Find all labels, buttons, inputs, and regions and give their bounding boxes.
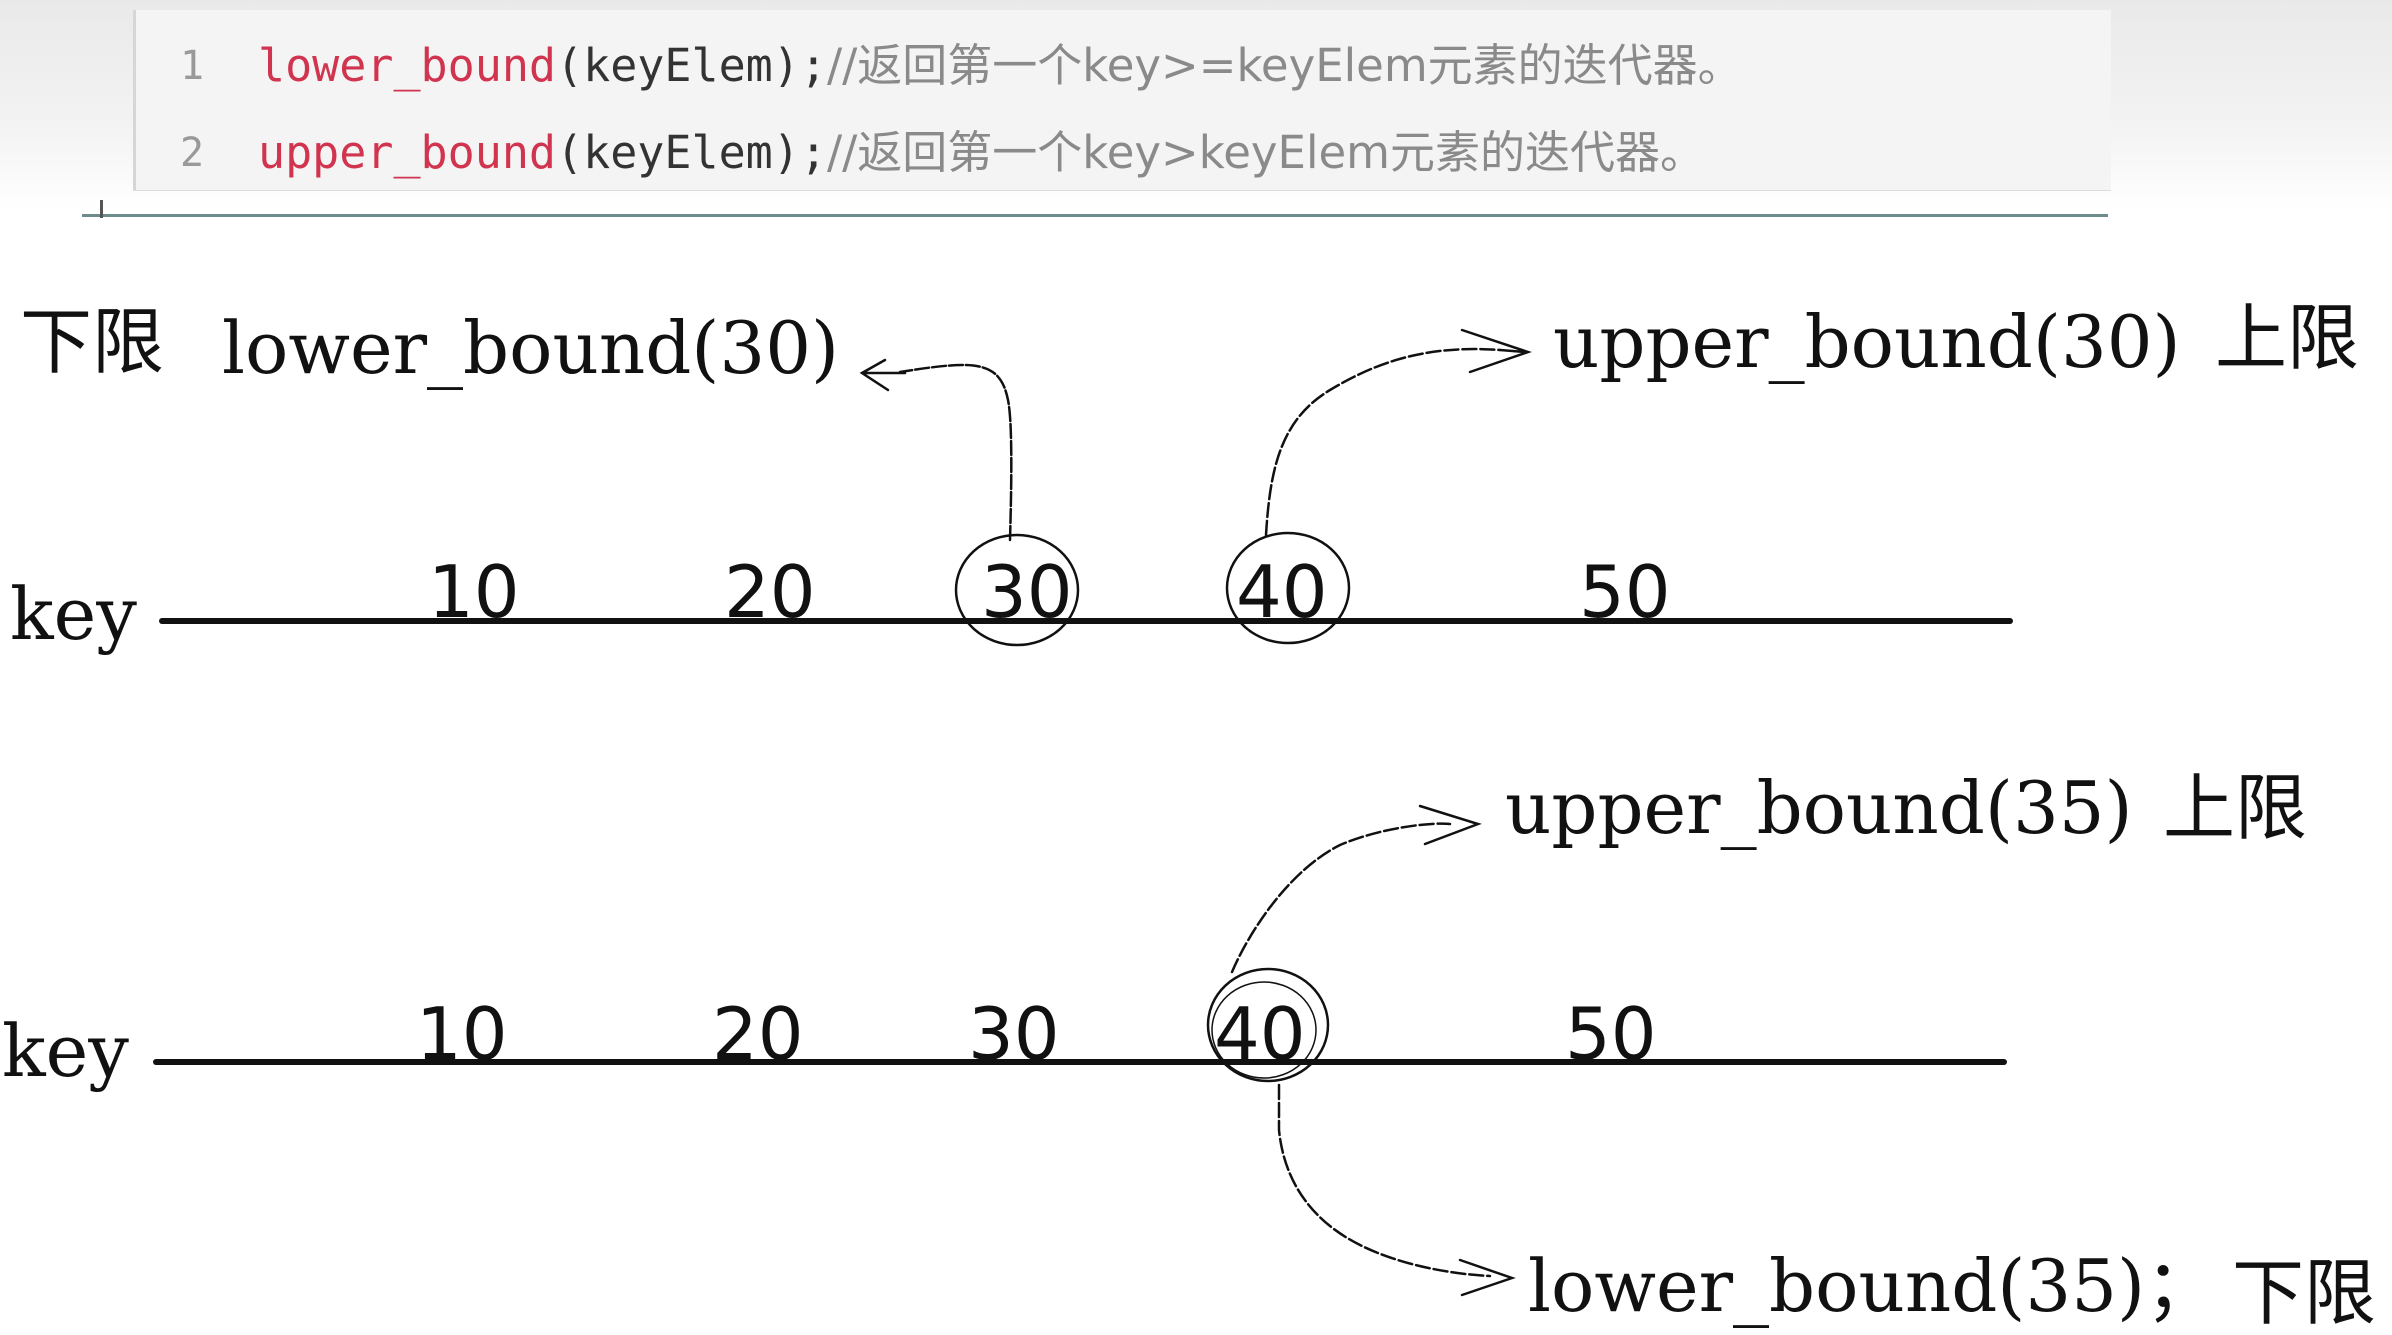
key-value: 10: [428, 550, 520, 634]
upper-bound-label-2: 上限: [2163, 766, 2308, 850]
function-name: upper_bound: [258, 126, 557, 179]
function-args: (keyElem);: [556, 39, 827, 92]
arrow-lower-35: [1277, 1083, 1492, 1278]
circle-40: [1225, 531, 1351, 645]
line-number: 1: [180, 43, 205, 89]
key-value: 40: [1214, 992, 1306, 1076]
function-args: (keyElem);: [556, 126, 827, 179]
key-value: 50: [1579, 550, 1671, 634]
key-value: 30: [968, 992, 1060, 1076]
code-comment: //返回第一个key>=keyElem元素的迭代器。: [826, 39, 1743, 92]
lower-bound-call-1: lower_bound(30): [222, 306, 840, 390]
circle-40-b: [1206, 967, 1330, 1083]
key-value: 10: [416, 992, 508, 1076]
arrow-upper-30: [1264, 347, 1502, 537]
arrow-lower-30: [898, 363, 1013, 542]
lower-bound-call-2: lower_bound(35)；: [1528, 1244, 2218, 1328]
lower-bound-label-2: 下限: [2232, 1251, 2377, 1335]
arrowhead-upper-35: [1418, 804, 1482, 846]
circle-30: [954, 533, 1080, 647]
lower-bound-label-1: 下限: [20, 300, 165, 384]
code-block: 1 lower_bound(keyElem);//返回第一个key>=keyEl…: [133, 10, 2111, 190]
upper-bound-label-1: 上限: [2215, 296, 2360, 380]
divider-line: [82, 214, 2108, 217]
arrowhead-lower-30: [859, 358, 907, 392]
key-value: 40: [1236, 550, 1328, 634]
line-number: 2: [180, 130, 205, 176]
arrowhead-lower-35: [1458, 1258, 1516, 1297]
upper-bound-call-2: upper_bound(35): [1505, 766, 2133, 850]
arrowhead-upper-30: [1460, 328, 1532, 374]
key-value: 50: [1565, 992, 1657, 1076]
upper-bound-call-1: upper_bound(30): [1553, 300, 2181, 384]
arrow-upper-35: [1230, 822, 1452, 974]
key-value: 30: [981, 550, 1073, 634]
circle-40-b-inner: [1211, 981, 1317, 1079]
axis-label-2: key: [2, 1009, 129, 1093]
function-name: lower_bound: [258, 39, 557, 92]
axis-label-1: key: [10, 572, 137, 656]
divider-tick: [100, 200, 103, 218]
key-value: 20: [724, 550, 816, 634]
code-comment: //返回第一个key>keyElem元素的迭代器。: [826, 126, 1705, 179]
key-value: 20: [712, 992, 804, 1076]
